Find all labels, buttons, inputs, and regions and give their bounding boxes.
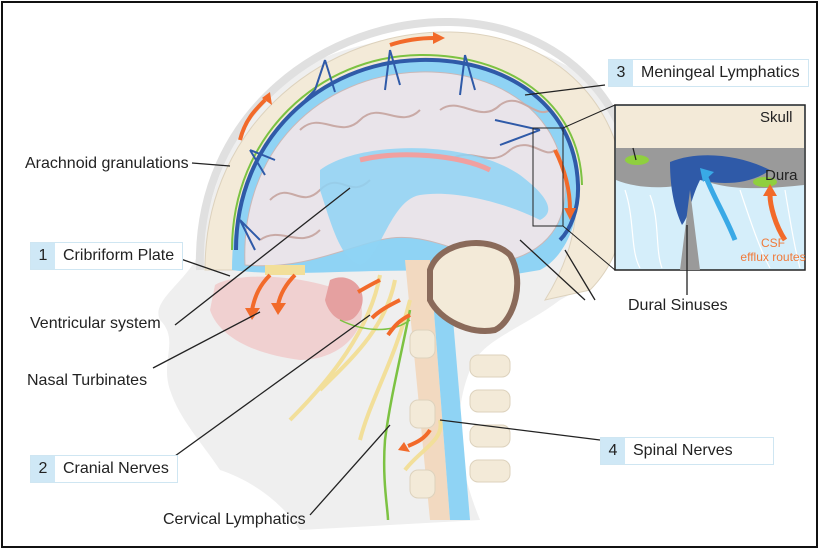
label-cervical-lymphatics: Cervical Lymphatics [163, 511, 306, 528]
route-number: 1 [31, 243, 55, 269]
route-number: 4 [601, 438, 625, 464]
pituitary [325, 277, 363, 321]
route-1-cribriform-plate: 1 Cribriform Plate [30, 242, 184, 270]
zoom-region-box [532, 127, 564, 227]
label-ventricular-system: Ventricular system [30, 315, 161, 332]
csf-line-1: CSF [761, 236, 785, 250]
route-label: Cranial Nerves [63, 460, 169, 477]
cerebellum [427, 240, 521, 334]
label-arachnoid-granulations: Arachnoid granulations [25, 155, 189, 172]
csf-line-2: efflux routes [740, 250, 806, 264]
inset-panel [614, 104, 806, 271]
route-4-spinal-nerves: 4 Spinal Nerves [600, 437, 774, 465]
spinal-cord [405, 260, 450, 520]
route-3-meningeal-lymphatics: 3 Meningeal Lymphatics [608, 59, 809, 87]
arrowheads [245, 32, 576, 452]
route-label: Meningeal Lymphatics [641, 64, 800, 81]
inset-label-skull: Skull [760, 109, 793, 126]
nasal-cavity [210, 276, 362, 360]
spinal-csf [430, 260, 470, 520]
route-number: 3 [609, 60, 633, 86]
inset-label-csf-efflux: CSF efflux routes [738, 236, 808, 264]
cervical-lymphatic-vessel [382, 309, 412, 521]
cranial-nerves [288, 274, 443, 472]
csf-efflux-arrows [238, 36, 572, 448]
route-label: Spinal Nerves [633, 442, 733, 459]
label-nasal-turbinates: Nasal Turbinates [27, 372, 148, 389]
ventricular-system [320, 148, 549, 265]
route-2-cranial-nerves: 2 Cranial Nerves [30, 455, 178, 483]
route-label: Cribriform Plate [63, 247, 175, 264]
leader-lines [152, 84, 688, 516]
inset-label-dura: Dura [765, 167, 798, 184]
vertebrae [409, 329, 511, 499]
superior-sagittal-sinus [234, 57, 581, 251]
cribriform-plate [265, 265, 305, 275]
label-dural-sinuses: Dural Sinuses [628, 297, 728, 314]
route-number: 2 [31, 456, 55, 482]
